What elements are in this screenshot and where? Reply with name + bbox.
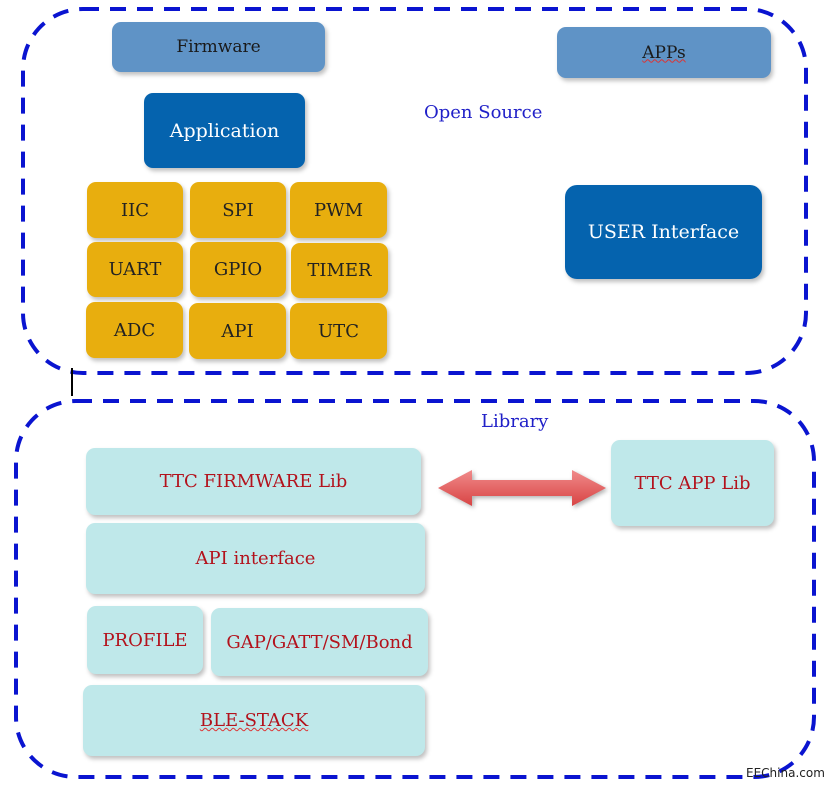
apps-label: APPs <box>642 42 686 63</box>
peripheral-spi: SPI <box>190 182 286 238</box>
peripheral-label: UART <box>108 259 162 280</box>
peripheral-timer: TIMER <box>291 243 388 298</box>
open-source-label: Open Source <box>424 102 543 123</box>
library-label: Library <box>481 411 549 432</box>
ble-stack-label: BLE-STACK <box>199 710 309 731</box>
peripheral-adc: ADC <box>86 302 183 358</box>
peripheral-label: IIC <box>121 199 149 221</box>
api-interface-box: API interface <box>86 523 425 594</box>
peripheral-label: SPI <box>222 199 254 221</box>
profile-box: PROFILE <box>87 606 203 674</box>
user-interface-label: USER Interface <box>587 221 740 243</box>
firmware-label: Firmware <box>176 37 261 57</box>
gap-gatt-box: GAP/GATT/SM/Bond <box>211 608 428 676</box>
peripheral-label: TIMER <box>307 260 372 281</box>
apps-box: APPs <box>557 27 771 78</box>
peripheral-api: API <box>189 303 286 359</box>
ttc-firmware-lib-label: TTC FIRMWARE Lib <box>159 471 348 492</box>
peripheral-label: PWM <box>313 199 364 221</box>
ble-stack-box: BLE-STACK <box>83 685 425 756</box>
library-frame <box>14 399 816 779</box>
api-interface-label: API interface <box>195 548 316 569</box>
firmware-box: Firmware <box>112 22 325 72</box>
peripheral-gpio: GPIO <box>190 242 286 297</box>
gap-gatt-label: GAP/GATT/SM/Bond <box>226 631 413 653</box>
ttc-firmware-lib-box: TTC FIRMWARE Lib <box>86 448 421 515</box>
user-interface-box: USER Interface <box>565 185 762 279</box>
peripheral-uart: UART <box>87 242 183 297</box>
watermark: EEChina.com <box>746 766 825 780</box>
bidirectional-arrow <box>438 470 606 506</box>
application-label: Application <box>169 119 280 142</box>
open-source-frame <box>21 7 808 375</box>
profile-label: PROFILE <box>102 629 188 651</box>
ttc-app-lib-label: TTC APP Lib <box>634 472 751 494</box>
peripheral-label: API <box>221 320 254 342</box>
ttc-app-lib-box: TTC APP Lib <box>611 440 774 526</box>
peripheral-pwm: PWM <box>290 182 387 238</box>
peripheral-label: ADC <box>113 319 156 341</box>
peripheral-label: UTC <box>318 320 359 342</box>
peripheral-utc: UTC <box>290 303 387 359</box>
application-box: Application <box>144 93 305 168</box>
peripheral-iic: IIC <box>87 182 183 238</box>
peripheral-label: GPIO <box>213 259 263 280</box>
